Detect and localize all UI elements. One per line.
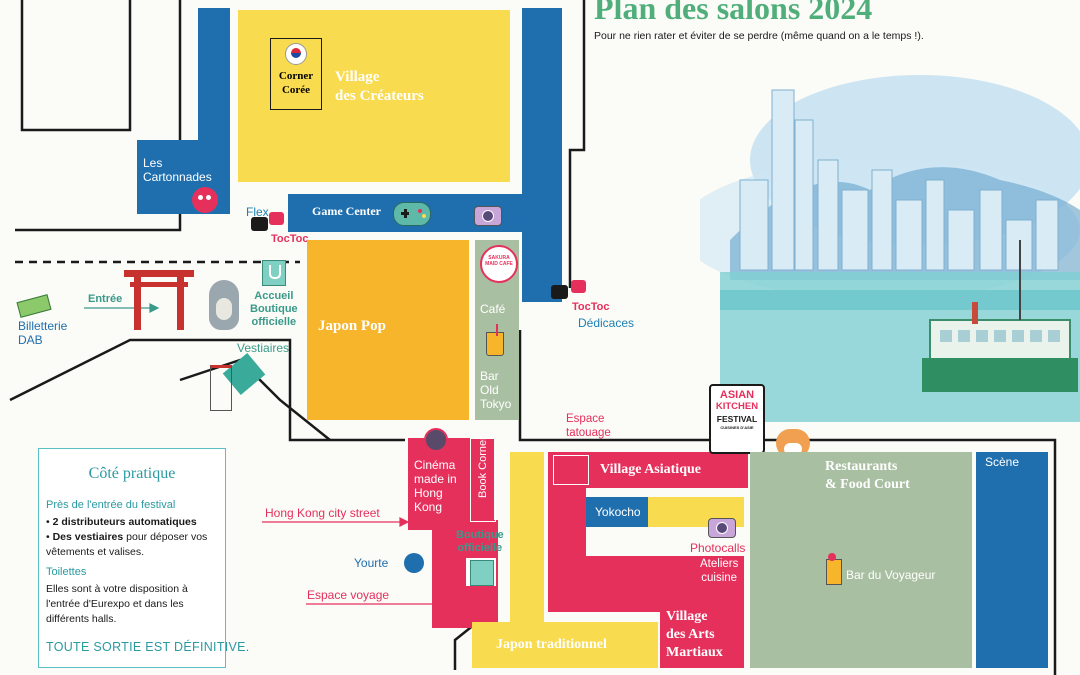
- corner-coree-zone[interactable]: [270, 38, 322, 110]
- bullet-rest: pour déposer vos vêtements et valises.: [46, 531, 208, 558]
- bar-old-tokyo-label: Bar Old Tokyo: [480, 369, 512, 411]
- map-subtitle: Pour ne rien rater et éviter de se perdr…: [594, 30, 924, 42]
- flex-label: Flex: [246, 205, 269, 219]
- asian-kitchen-line3: FESTIVAL: [716, 414, 758, 424]
- bullet-bold: Des vestiaires: [52, 531, 124, 543]
- asian-kitchen-line1: ASIAN: [719, 389, 755, 401]
- village-des-createurs-label: Village des Créateurs: [335, 69, 424, 104]
- camera-icon: [474, 206, 502, 226]
- cinema-label: Cinéma made in Hong Kong: [414, 458, 457, 514]
- asian-kitchen-festival-logo: ASIAN KITCHEN FESTIVAL CUISINES D'ASIE: [709, 384, 765, 454]
- entry-heading: Près de l'entrée du festival: [46, 499, 176, 511]
- photocalls-label: Photocalls: [690, 541, 746, 555]
- bullet-item: • 2 distributeurs automatiques: [46, 516, 197, 528]
- cote-pratique-box: [38, 448, 226, 668]
- cote-pratique-heading: Côté pratique: [88, 465, 176, 482]
- hong-kong-skyline-illustration: [700, 75, 1080, 422]
- japon-traditionnel-zone[interactable]: [472, 622, 658, 668]
- hong-kong-city-street-label: Hong Kong city street: [265, 506, 380, 520]
- map-title: Plan des salons 2024: [594, 0, 873, 26]
- japon-pop-label: Japon Pop: [318, 318, 386, 334]
- yourte-label: Yourte: [354, 556, 389, 570]
- blue-corridor-right: [522, 8, 562, 302]
- dedicaces-label: Dédicaces: [578, 316, 635, 330]
- sakura-maid-cafe-text: SAKURA MAID CAFE: [485, 255, 513, 267]
- japon-pop-zone[interactable]: [307, 240, 469, 420]
- drink-glass-icon: [824, 553, 842, 585]
- japon-traditionnel-wing: [510, 452, 544, 628]
- shopping-bag-icon-accueil: [262, 260, 286, 286]
- shopping-bag-icon-boutique: [466, 558, 496, 586]
- village-arts-martiaux-label: Village des Arts Martiaux: [666, 609, 723, 660]
- torii-gate-icon: [124, 270, 194, 330]
- cinema-zone[interactable]: [408, 438, 494, 530]
- korea-flag-icon: [285, 43, 307, 65]
- cote-pratique-footer: TOUTE SORTIE EST DÉFINITIVE.: [46, 640, 250, 654]
- sakura-maid-cafe-badge: SAKURA MAID CAFE: [480, 245, 518, 283]
- bar-du-voyageur-label: Bar du Voyageur: [846, 568, 936, 582]
- cartonnades-mascot-icon: [192, 187, 218, 213]
- coat-rack-icon: [210, 365, 232, 411]
- yokocho-zone[interactable]: [586, 497, 648, 527]
- restaurants-label: Restaurants & Food Court: [825, 459, 910, 492]
- asian-kitchen-line2: KITCHEN: [715, 401, 759, 412]
- yokocho-label: Yokocho: [595, 505, 641, 519]
- accueil-boutique-label: Accueil Boutique officielle: [250, 290, 298, 328]
- espace-voyage-label: Espace voyage: [307, 588, 390, 602]
- espace-tatouage-marker[interactable]: [553, 455, 589, 485]
- film-reel-icon: [424, 428, 448, 452]
- shooting-photos-label: Shooting photos: [505, 200, 553, 228]
- entree-label: Entrée: [88, 293, 123, 305]
- ateliers-cuisine-label: Ateliers cuisine: [700, 558, 739, 584]
- yourte-marker[interactable]: [404, 553, 424, 573]
- bullet-item: • Des vestiaires pour déposer vos vêteme…: [46, 531, 208, 558]
- billetterie-label: Billetterie DAB: [18, 319, 68, 347]
- cafe-label: Café: [480, 302, 506, 316]
- totoro-mascot-icon: [209, 280, 239, 330]
- book-corner-zone[interactable]: [470, 438, 496, 522]
- scene-label: Scène: [985, 455, 1020, 469]
- game-center-label: Game Center: [312, 204, 381, 218]
- village-asiatique-label: Village Asiatique: [600, 462, 701, 477]
- vestiaires-label: Vestiaires: [237, 341, 290, 355]
- bullet-bold: 2 distributeurs automatiques: [52, 516, 197, 528]
- toctoc-label-dedicaces: TocToc: [572, 301, 610, 313]
- toilet-heading: Toilettes: [46, 566, 87, 578]
- restaurants-food-court-zone[interactable]: [750, 452, 972, 668]
- book-corner-label: Book Corner: [477, 436, 489, 498]
- village-arts-martiaux-tall: [660, 556, 744, 668]
- japon-traditionnel-label: Japon traditionnel: [496, 637, 607, 652]
- corner-coree-label: Corner Corée: [278, 70, 314, 96]
- cocktail-glass-icon: [484, 324, 504, 358]
- camera-icon-photocalls: [708, 518, 736, 538]
- toctoc-label-flex: TocToc: [271, 233, 309, 245]
- espace-tatouage-label: Espace tatouage: [566, 413, 611, 439]
- toilet-text: Elles sont à votre disposition à l'entré…: [46, 583, 188, 625]
- gamepad-icon: [393, 202, 431, 226]
- asian-kitchen-line4: CUISINES D'ASIE: [720, 425, 754, 430]
- scene-zone[interactable]: [976, 452, 1048, 668]
- les-cartonnades-label: Les Cartonnades: [143, 156, 212, 184]
- boutique-officielle-label: Boutique officielle: [456, 529, 504, 554]
